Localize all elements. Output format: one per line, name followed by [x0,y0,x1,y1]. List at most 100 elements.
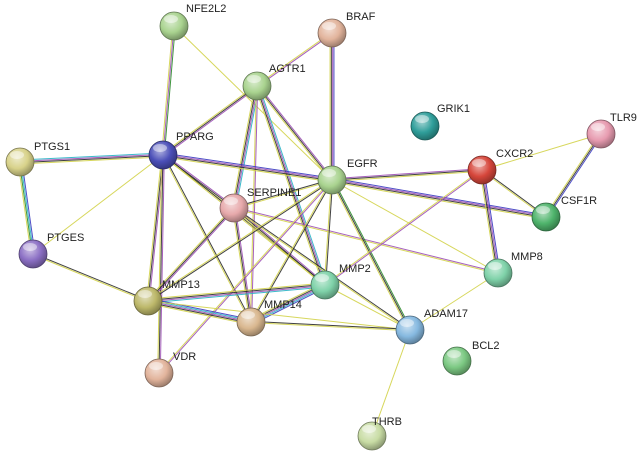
node-mmp2[interactable]: MMP2 [310,263,371,300]
edge-cxcr2-tlr9[interactable] [481,133,602,171]
node-csf1r-highlight [536,206,550,214]
edge-braf-egfr[interactable] [329,33,335,180]
node-cxcr2-bubble [467,155,497,185]
node-agtr1[interactable]: AGTR1 [242,63,306,101]
edge-strand [147,179,332,301]
edge-strand [161,155,251,323]
edge-strand [146,206,234,301]
node-ptgs1-label: PTGS1 [34,141,70,153]
edge-pparg-vdr[interactable] [157,154,165,374]
edge-strand [331,179,411,331]
edge-strand [235,86,260,209]
edge-mmp2-adam17[interactable] [324,284,411,331]
node-egfr-highlight [322,169,336,177]
node-adam17-highlight [400,319,414,327]
edge-agtr1-egfr[interactable] [255,84,334,182]
node-ptges[interactable]: PTGES [18,232,84,269]
edge-ptges-mmp13[interactable] [32,252,149,303]
edge-strand [148,155,165,302]
node-mmp8-bubble [483,258,513,288]
edge-egfr-adam17[interactable] [330,179,412,331]
edge-agtr1-mmp14[interactable] [249,85,259,323]
node-braf-highlight [322,22,336,30]
node-bcl2[interactable]: BCL2 [442,340,500,376]
nodes-layer: NFE2L2 BRAF AGTR1 GRIK1 TLR9 PTGS1 PPARG [5,3,637,451]
node-mmp14[interactable]: MMP14 [236,299,302,337]
node-vdr[interactable]: VDR [144,351,196,388]
edge-agtr1-mmp2[interactable] [254,85,328,286]
edge-pparg-mmp13[interactable] [146,154,165,302]
edge-strand [163,153,333,180]
node-serpine1[interactable]: SERPINE1 [219,187,301,223]
node-braf[interactable]: BRAF [317,11,376,48]
node-cxcr2[interactable]: CXCR2 [467,148,533,185]
node-mmp8-highlight [488,262,502,270]
edge-agtr1-serpine1[interactable] [231,85,260,209]
edge-strand [258,85,328,285]
edge-strand [162,25,175,156]
edge-serpine1-mmp8[interactable] [233,206,499,275]
node-bcl2-highlight [447,350,461,358]
edge-cxcr2-mmp2[interactable] [324,169,483,286]
edge-cxcr2-mmp8[interactable] [479,169,501,274]
edge-egfr-cxcr2[interactable] [331,168,483,182]
edge-egfr-csf1r[interactable] [331,177,547,220]
edge-strand [148,297,252,320]
node-mmp13[interactable]: MMP13 [133,279,200,316]
edge-ptgs1-ptges[interactable] [17,161,36,255]
edge-egfr-mmp13[interactable] [147,179,333,302]
edge-nfe2l2-pparg[interactable] [161,25,176,156]
node-mmp8[interactable]: MMP8 [483,251,543,288]
node-tlr9-label: TLR9 [610,112,637,124]
node-tlr9[interactable]: TLR9 [586,112,637,149]
edge-serpine1-egfr[interactable] [233,178,333,210]
edge-egfr-mmp14[interactable] [250,179,333,323]
edge-strand [251,180,333,323]
node-adam17[interactable]: ADAM17 [395,308,468,345]
node-ptgs1[interactable]: PTGS1 [5,141,70,177]
edge-braf-agtr1[interactable] [256,32,333,87]
edge-mmp2-mmp13[interactable] [147,282,326,304]
node-tlr9-bubble [586,119,616,149]
node-pparg-bubble [148,140,178,170]
edge-tlr9-csf1r[interactable] [544,133,603,218]
edge-egfr-vdr[interactable] [158,179,333,374]
node-pparg[interactable]: PPARG [148,131,214,170]
node-nfe2l2[interactable]: NFE2L2 [159,3,226,41]
edge-adam17-thrb[interactable] [371,329,411,437]
edge-strand [147,300,411,331]
edge-strand [250,179,332,322]
node-mmp2-bubble [310,270,340,300]
edge-strand [331,169,483,181]
edge-ptgs1-pparg[interactable] [19,152,164,165]
edge-mmp13-adam17[interactable] [147,300,411,331]
edge-ptges-pparg[interactable] [32,154,164,255]
edge-mmp8-adam17[interactable] [409,272,499,331]
edge-agtr1-pparg[interactable] [161,84,259,157]
node-mmp2-highlight [315,274,329,282]
node-csf1r[interactable]: CSF1R [531,195,597,232]
edge-egfr-mmp8[interactable] [331,179,499,274]
node-grik1[interactable]: GRIK1 [410,103,470,141]
edge-strand [331,168,482,180]
edge-strand [330,180,410,331]
node-thrb-highlight [362,425,376,433]
edge-strand [148,180,333,302]
edge-strand [483,169,501,273]
edge-serpine1-adam17[interactable] [233,207,411,331]
edge-strand [147,301,251,324]
edge-strand [147,207,235,302]
node-egfr[interactable]: EGFR [317,158,378,195]
edge-mmp14-adam17[interactable] [250,320,411,332]
node-grik1-label: GRIK1 [437,103,470,115]
edge-serpine1-mmp14[interactable] [232,207,253,323]
edge-strand [254,86,324,286]
edge-serpine1-mmp13[interactable] [146,206,236,303]
edge-egfr-mmp2[interactable] [323,179,334,286]
edge-strand [146,154,163,301]
node-thrb[interactable]: THRB [357,416,402,451]
edge-pparg-egfr[interactable] [162,152,333,183]
edge-strand [331,179,499,274]
node-nfe2l2-label: NFE2L2 [186,3,226,15]
node-egfr-bubble [317,165,347,195]
